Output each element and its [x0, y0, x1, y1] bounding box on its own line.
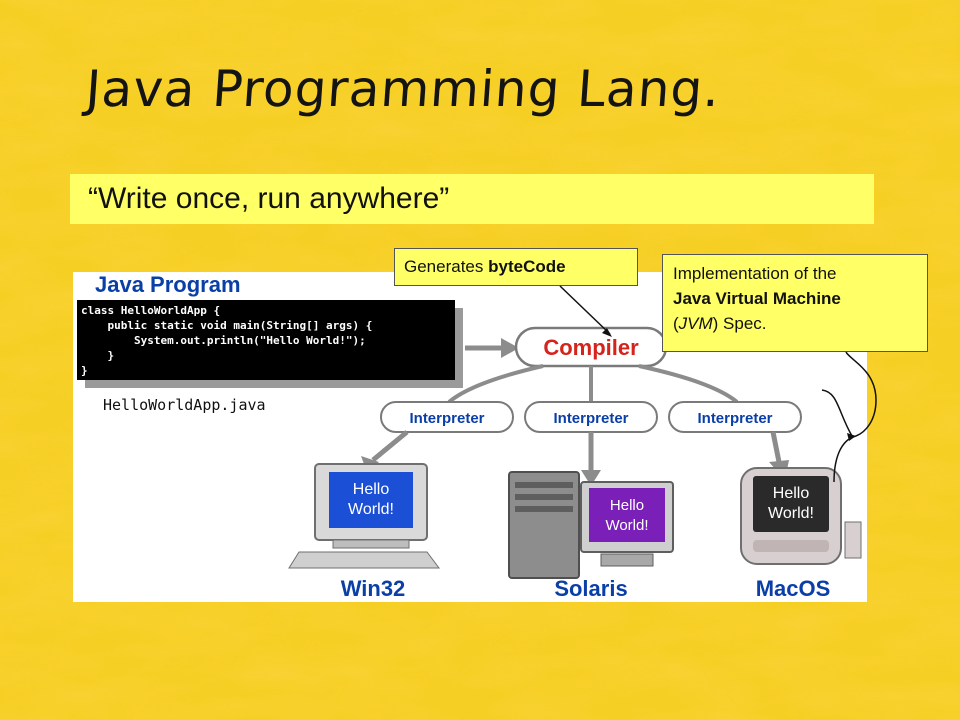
interpreter-label: Interpreter — [409, 410, 484, 427]
interpreter-pill — [380, 401, 514, 433]
jvm-callout-line1: Implementation of the — [673, 264, 837, 283]
interpreter-label: Interpreter — [697, 410, 772, 427]
interpreter-pill — [668, 401, 802, 433]
win32-screen-line1: Hello — [353, 481, 390, 498]
win32-computer — [288, 463, 440, 569]
macos-screen-line1: Hello — [773, 485, 810, 502]
code-line: System.out.println("Hello World!"); — [81, 334, 366, 347]
macos-screen-line2: World! — [768, 505, 814, 522]
solaris-workstation — [508, 471, 674, 579]
code-line: public static void main(String[] args) { — [81, 319, 372, 332]
code-line: } — [81, 349, 114, 362]
filename-label: HelloWorldApp.java — [103, 396, 266, 414]
jvm-callout-line2: Java Virtual Machine — [673, 289, 841, 308]
macos-computer — [740, 467, 862, 565]
code-line: } — [81, 364, 88, 377]
jvm-callout-line3: (JVM) Spec. — [673, 314, 767, 333]
solaris-screen-line1: Hello — [610, 497, 644, 514]
platform-label-solaris: Solaris — [554, 576, 627, 601]
bytecode-callout-prefix: Generates — [404, 257, 489, 276]
platform-label-macos: MacOS — [756, 576, 831, 601]
platform-label-win32: Win32 — [341, 576, 406, 601]
program-heading: Java Program — [95, 272, 241, 297]
win32-screen-line2: World! — [348, 501, 394, 518]
solaris-screen-line2: World! — [605, 517, 648, 534]
code-box — [77, 300, 455, 380]
compiler-label: Compiler — [543, 335, 639, 360]
compiler-branches — [447, 364, 739, 404]
code-line: class HelloWorldApp { — [81, 304, 220, 317]
jvm-callout: Implementation of the Java Virtual Machi… — [662, 254, 928, 352]
bytecode-callout-bold: byteCode — [488, 257, 566, 276]
java-platform-diagram: Java Program class HelloWorldApp { publi… — [73, 272, 867, 602]
tagline-banner: “Write once, run anywhere” — [70, 174, 874, 224]
bytecode-callout: Generates byteCode — [394, 248, 638, 286]
slide-title: Java Programming Lang. — [83, 60, 723, 118]
arrow-to-compiler — [465, 338, 519, 358]
interpreter-label: Interpreter — [553, 410, 628, 427]
